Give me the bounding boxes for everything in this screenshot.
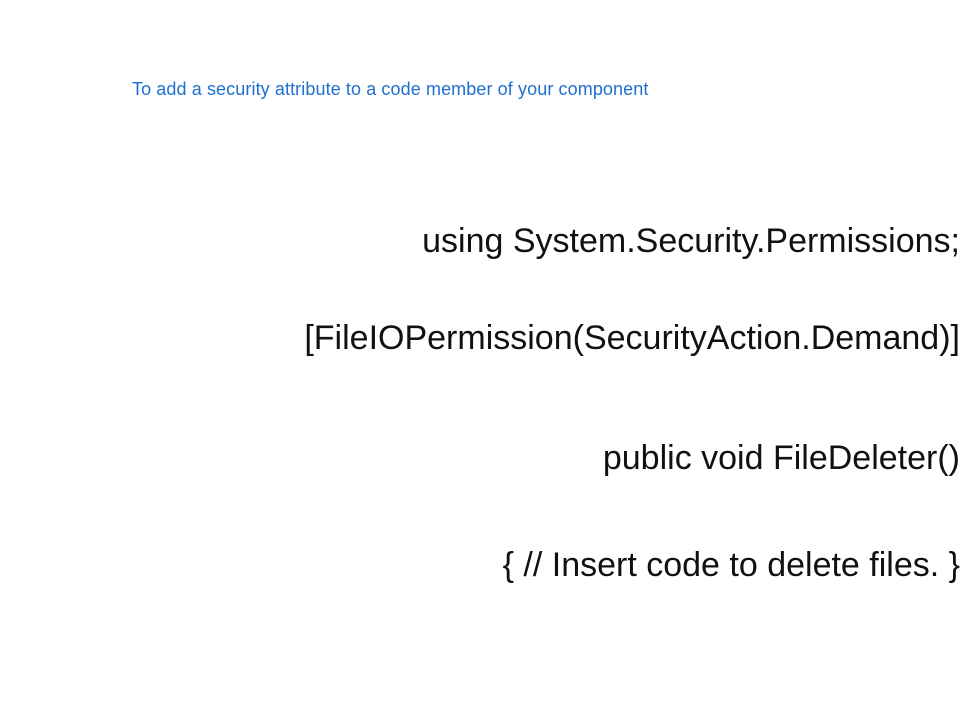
code-line-using: using System.Security.Permissions;	[422, 222, 960, 260]
slide-title: To add a security attribute to a code me…	[132, 79, 649, 99]
code-line-attribute: [FileIOPermission(SecurityAction.Demand)…	[304, 319, 960, 357]
code-line-method-signature: public void FileDeleter()	[602, 439, 960, 477]
code-line-method-body: { // Insert code to delete files. }	[502, 546, 960, 584]
